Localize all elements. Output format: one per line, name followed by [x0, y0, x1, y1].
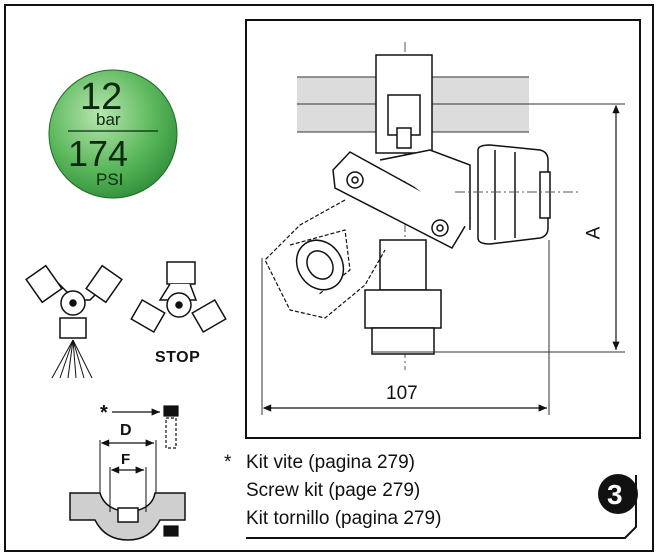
cap	[477, 144, 551, 245]
page-badge	[246, 474, 638, 539]
clamp-section	[69, 440, 186, 541]
lower-body	[364, 239, 442, 355]
kit-note: * Kit vite (pagina 279) Screw kit (page …	[224, 449, 442, 533]
screw-marker: *	[100, 402, 108, 424]
kit-note-marker: *	[224, 452, 232, 473]
diagram-frame	[4, 4, 654, 552]
pressure-badge	[48, 69, 178, 199]
drawing-box	[245, 19, 641, 439]
kit-note-line-en: Screw kit (page 279)	[246, 480, 421, 501]
stop-label: STOP	[155, 349, 201, 366]
kit-note-line-it: Kit vite (pagina 279)	[246, 452, 415, 473]
inner-diameter-label: F	[121, 451, 131, 468]
triple-nozzle-stop	[130, 261, 227, 334]
height-dimension: A	[583, 226, 605, 240]
outer-diameter-label: D	[120, 422, 132, 439]
kit-note-line-es: Kit tornillo (pagina 279)	[246, 508, 442, 529]
pressure-psi-value: 174	[68, 133, 129, 174]
valve-body	[332, 149, 472, 249]
nozzle-solid	[295, 239, 345, 291]
pressure-bar-unit: bar	[96, 110, 121, 129]
triple-nozzle-spray	[25, 264, 123, 339]
width-dimension: 107	[386, 383, 418, 404]
page-number: 3	[607, 479, 623, 510]
top-clamp	[375, 54, 433, 154]
pressure-bar-value: 12	[80, 76, 123, 118]
screw	[163, 405, 179, 537]
pressure-psi-unit: PSI	[96, 170, 124, 189]
spray-lines	[51, 339, 93, 379]
